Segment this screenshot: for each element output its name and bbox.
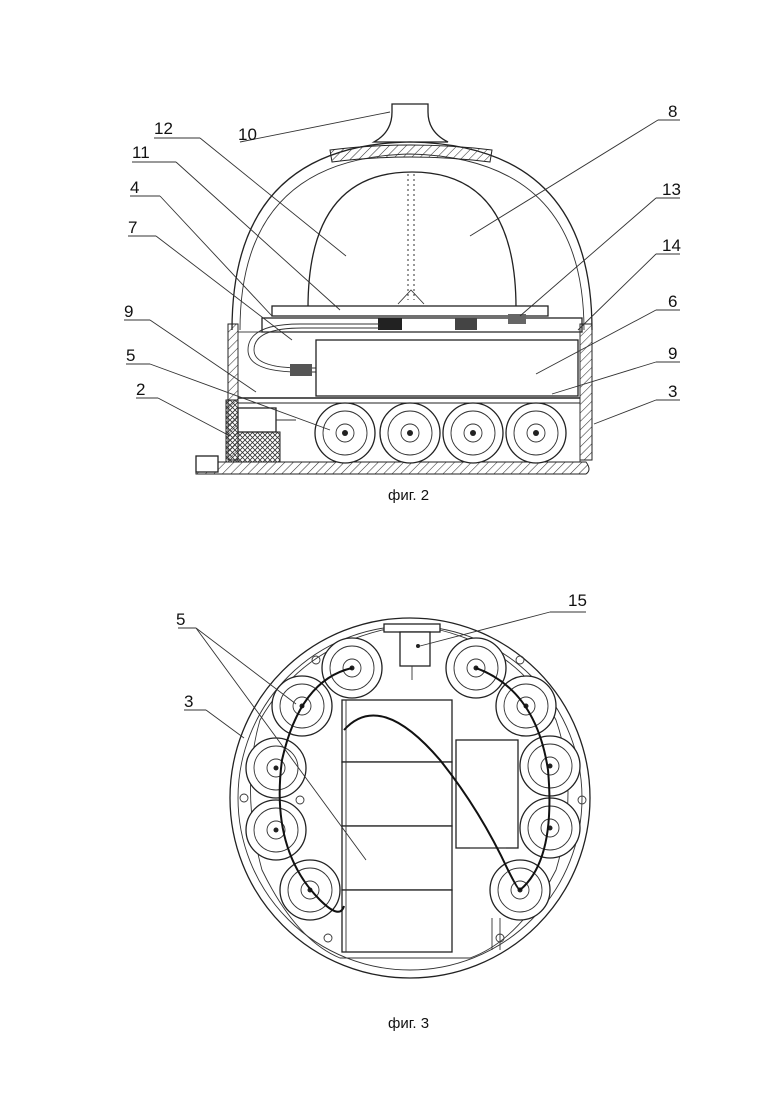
connector-3 xyxy=(508,314,526,324)
base-foot xyxy=(196,456,218,472)
label-3-top: 3 xyxy=(184,692,193,711)
label-4: 4 xyxy=(130,178,139,197)
left-insert xyxy=(238,432,280,462)
connector-2 xyxy=(455,318,477,330)
circuit-board xyxy=(272,306,548,316)
label-9-right: 9 xyxy=(668,344,677,363)
connector-1 xyxy=(378,318,402,330)
central-battery-pack xyxy=(342,700,452,952)
caption-fig-2: фиг. 2 xyxy=(388,487,429,504)
board-plate xyxy=(262,318,582,332)
label-12: 12 xyxy=(154,119,173,138)
label-13: 13 xyxy=(662,180,681,199)
label-5-top: 5 xyxy=(176,610,185,629)
label-8: 8 xyxy=(668,102,677,121)
label-7: 7 xyxy=(128,218,137,237)
electronics-block xyxy=(316,340,578,396)
figure-2-cross-section: 10 12 11 4 7 9 5 2 8 13 14 6 9 3 фиг. 2 xyxy=(124,102,681,504)
label-14: 14 xyxy=(662,236,681,255)
label-2: 2 xyxy=(136,380,145,399)
housing-right-wall xyxy=(580,324,592,460)
top-stub xyxy=(374,104,448,142)
battery-side-4 xyxy=(506,403,566,463)
battery-side-3 xyxy=(443,403,503,463)
label-6: 6 xyxy=(668,292,677,311)
label-15: 15 xyxy=(568,591,587,610)
base-plate xyxy=(196,462,589,474)
label-11: 11 xyxy=(132,143,150,162)
battery-side-2 xyxy=(380,403,440,463)
label-5: 5 xyxy=(126,346,135,365)
base-rim xyxy=(226,400,238,462)
battery-side-1 xyxy=(315,403,375,463)
cable-plug xyxy=(290,364,312,376)
label-10: 10 xyxy=(238,125,257,144)
figure-3-top-view: 15 5 3 фиг. 3 xyxy=(176,591,590,1032)
connector-15-body xyxy=(400,632,430,666)
caption-fig-3: фиг. 3 xyxy=(388,1015,429,1032)
label-3: 3 xyxy=(668,382,677,401)
battery-cell xyxy=(246,800,306,860)
connector-15 xyxy=(384,624,440,632)
connector-15-dot xyxy=(416,644,420,648)
left-bracket xyxy=(238,408,276,432)
battery-row xyxy=(315,403,566,463)
label-9-left: 9 xyxy=(124,302,133,321)
battery-cell xyxy=(246,738,306,798)
